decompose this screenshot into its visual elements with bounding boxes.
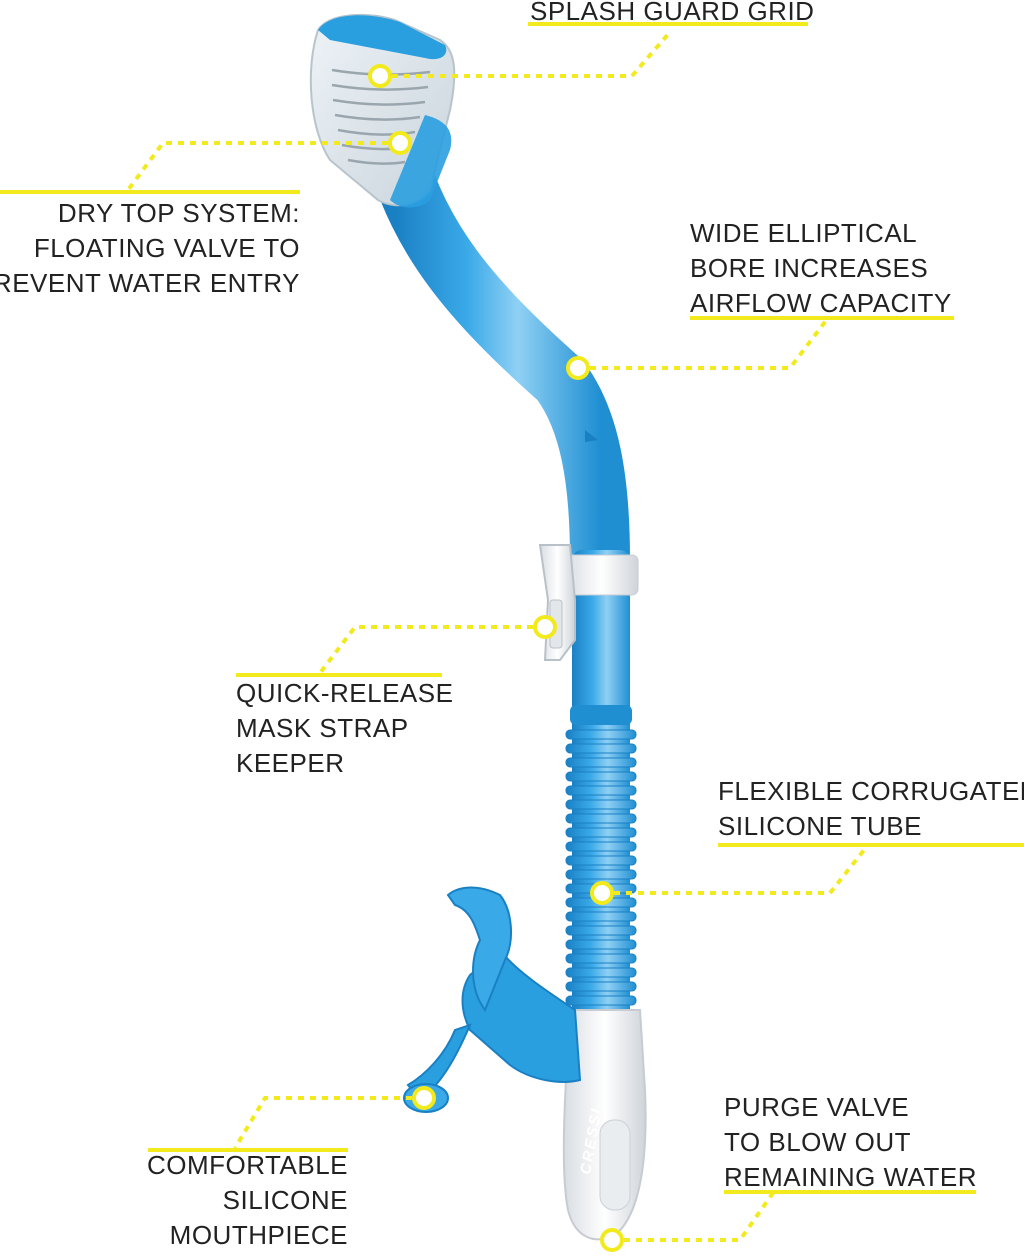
callout-corrugated: FLEXIBLE CORRUGATED SILICONE TUBE [718, 774, 1024, 844]
corrugation-rib [565, 841, 637, 852]
corrugation-rib [565, 995, 637, 1006]
corrugation-rib [565, 785, 637, 796]
tube-ridge-mark [585, 430, 598, 442]
corrugation-rib [565, 939, 637, 950]
underline-corrugated [718, 843, 1024, 847]
marker-purge [600, 1228, 624, 1252]
marker-keeper [533, 615, 557, 639]
tube-joint [570, 705, 632, 725]
leader-bore [578, 316, 830, 370]
corrugation-rib [565, 869, 637, 880]
corrugation-rib [565, 827, 637, 838]
corrugation-rib [565, 925, 637, 936]
callout-splash-guard: SPLASH GUARD GRID [530, 0, 814, 29]
callout-line: SILICONE TUBE [718, 811, 922, 841]
underline-bore [690, 316, 954, 320]
callout-line: PREVENT WATER ENTRY [0, 268, 300, 298]
callout-line: AIRFLOW CAPACITY [690, 288, 952, 318]
dry-top-blue-collar [390, 115, 452, 208]
callout-purge: PURGE VALVE TO BLOW OUT REMAINING WATER [724, 1090, 977, 1195]
corrugation-rib [565, 953, 637, 964]
corrugation-rib [565, 981, 637, 992]
callout-line: REMAINING WATER [724, 1162, 978, 1192]
corrugation-rib [565, 967, 637, 978]
corrugation-rib [565, 729, 637, 740]
snorkel-tube-upper [365, 120, 630, 590]
callout-line: WIDE ELLIPTICAL [690, 218, 918, 248]
callout-line: MOUTHPIECE [169, 1220, 348, 1250]
underline-purge [724, 1190, 976, 1194]
corrugation-rib [565, 911, 637, 922]
callout-bore: WIDE ELLIPTICAL BORE INCREASES AIRFLOW C… [690, 216, 952, 321]
leader-purge [612, 1188, 777, 1242]
callout-line: TO BLOW OUT [724, 1127, 912, 1157]
marker-dry-top [388, 131, 412, 155]
purge-valve-window [599, 1119, 631, 1211]
callout-line: QUICK-RELEASE [236, 678, 454, 708]
corrugation-rib [565, 743, 637, 754]
callout-line: BORE INCREASES [690, 253, 929, 283]
leader-mouthpiece [233, 1096, 424, 1150]
underline-dry-top [0, 190, 300, 194]
corrugated-tube [565, 729, 637, 1006]
splash-guard-cap [318, 15, 447, 60]
callout-mouthpiece: COMFORTABLE SILICONE MOUTHPIECE [147, 1148, 348, 1253]
callout-line: MASK STRAP [236, 713, 409, 743]
callout-line: SILICONE [222, 1185, 348, 1215]
corrugation-rib [565, 813, 637, 824]
callout-line: PURGE VALVE [724, 1092, 910, 1122]
marker-splash-guard [368, 64, 392, 88]
callout-line: FLOATING VALVE TO [33, 233, 300, 263]
marker-mouthpiece [412, 1086, 436, 1110]
keeper-band [565, 554, 639, 596]
corrugation-rib [565, 771, 637, 782]
callout-line: FLEXIBLE CORRUGATED [718, 776, 1024, 806]
callout-line: SPLASH GUARD GRID [530, 0, 815, 26]
underline-splash-guard [528, 22, 808, 26]
corrugation-rib [565, 757, 637, 768]
leader-keeper [318, 625, 545, 675]
callout-line: DRY TOP SYSTEM: [57, 198, 300, 228]
underline-mouthpiece [148, 1148, 348, 1152]
callout-line: COMFORTABLE [146, 1150, 348, 1180]
underline-keeper [236, 673, 442, 677]
callout-dry-top: DRY TOP SYSTEM: FLOATING VALVE TO PREVEN… [0, 196, 300, 301]
marker-corrugated [590, 881, 614, 905]
callout-line: KEEPER [236, 748, 345, 778]
marker-bore [566, 356, 590, 380]
leader-splash-guard [380, 30, 672, 78]
mouthpiece-upper-bite [446, 886, 512, 1013]
leader-corrugated [602, 843, 870, 895]
callout-keeper: QUICK-RELEASE MASK STRAP KEEPER [236, 676, 453, 781]
corrugation-rib [565, 799, 637, 810]
leader-dry-top [126, 141, 400, 192]
corrugation-rib [565, 855, 637, 866]
